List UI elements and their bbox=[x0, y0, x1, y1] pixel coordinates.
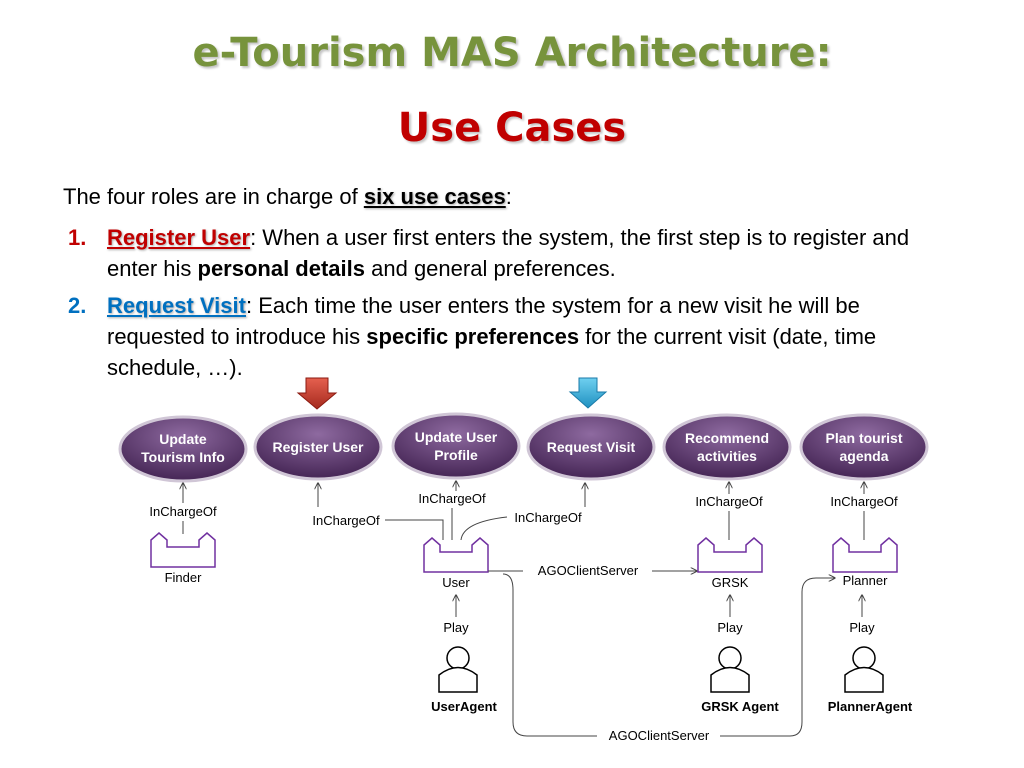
relation-planner-plan-tourist-agenda: InChargeOf bbox=[830, 482, 898, 540]
list-item-request-visit: 2.Request Visit: Each time the user ente… bbox=[68, 290, 927, 383]
svg-text:InChargeOf: InChargeOf bbox=[514, 510, 582, 525]
svg-text:Tourism Info: Tourism Info bbox=[141, 449, 225, 465]
usecase-update-tourism-info: Update Tourism Info bbox=[118, 415, 248, 483]
role-grsk: GRSK bbox=[697, 537, 763, 590]
relation-user-update-user-profile: InChargeOf bbox=[418, 481, 486, 540]
relation-finder-update-tourism-info: InChargeOf bbox=[149, 483, 217, 534]
svg-text:PlannerAgent: PlannerAgent bbox=[828, 699, 913, 714]
svg-text:Update User: Update User bbox=[415, 429, 498, 445]
svg-text:Play: Play bbox=[443, 620, 469, 635]
usecase-plan-tourist-agenda: Plan tourist agenda bbox=[799, 413, 929, 481]
relation-play-planner: Play bbox=[849, 595, 875, 635]
agent-grsk-agent: GRSK Agent bbox=[701, 646, 779, 714]
svg-text:Update: Update bbox=[159, 431, 207, 447]
svg-text:Finder: Finder bbox=[165, 570, 203, 585]
term-register-user: Register User bbox=[107, 225, 251, 250]
svg-text:InChargeOf: InChargeOf bbox=[312, 513, 380, 528]
svg-text:GRSK Agent: GRSK Agent bbox=[701, 699, 779, 714]
svg-text:Request Visit: Request Visit bbox=[547, 439, 636, 455]
svg-text:activities: activities bbox=[697, 448, 757, 464]
svg-text:Play: Play bbox=[717, 620, 743, 635]
svg-text:AGOClientServer: AGOClientServer bbox=[609, 728, 710, 743]
relation-ago-user-grsk: AGOClientServer bbox=[488, 563, 697, 578]
term-request-visit: Request Visit bbox=[107, 293, 246, 318]
role-user: User bbox=[423, 537, 489, 590]
svg-text:Planner: Planner bbox=[843, 573, 888, 588]
role-planner: Planner bbox=[832, 537, 898, 588]
relation-user-request-visit: InChargeOf bbox=[460, 483, 585, 541]
relation-ago-user-planner: AGOClientServer bbox=[502, 573, 835, 743]
red-down-arrow-icon bbox=[296, 377, 338, 410]
usecase-request-visit: Request Visit bbox=[526, 413, 656, 481]
blue-down-arrow-icon bbox=[568, 377, 608, 409]
svg-text:InChargeOf: InChargeOf bbox=[830, 494, 898, 509]
svg-text:User: User bbox=[442, 575, 470, 590]
svg-text:InChargeOf: InChargeOf bbox=[418, 491, 486, 506]
intro-text: The four roles are in charge of six use … bbox=[63, 184, 512, 209]
title-line-1: e-Tourism MAS Architecture: bbox=[192, 30, 832, 76]
relation-grsk-recommend-activities: InChargeOf bbox=[695, 482, 763, 540]
bold-specific-preferences: specific preferences bbox=[366, 324, 580, 349]
role-finder: Finder bbox=[150, 532, 216, 585]
usecase-register-user: Register User bbox=[253, 413, 383, 481]
svg-text:Plan tourist: Plan tourist bbox=[825, 430, 902, 446]
relation-play-user: Play bbox=[443, 595, 469, 635]
title-line-2: Use Cases bbox=[397, 105, 627, 151]
svg-text:Register User: Register User bbox=[272, 439, 364, 455]
relation-user-register-user: InChargeOf bbox=[312, 483, 444, 540]
agent-planner-agent: PlannerAgent bbox=[828, 646, 913, 714]
svg-text:GRSK: GRSK bbox=[712, 575, 749, 590]
usecase-recommend-activities: Recommend activities bbox=[662, 413, 792, 481]
svg-text:Play: Play bbox=[849, 620, 875, 635]
svg-text:Recommend: Recommend bbox=[685, 430, 769, 446]
list-item-register-user: 1.Register User: When a user first enter… bbox=[68, 222, 927, 284]
intro-emphasis: six use cases bbox=[363, 184, 506, 209]
svg-text:agenda: agenda bbox=[839, 448, 888, 464]
agent-user-agent: UserAgent bbox=[431, 646, 498, 714]
list-number: 2. bbox=[68, 293, 87, 318]
svg-text:Profile: Profile bbox=[434, 447, 478, 463]
relation-play-grsk: Play bbox=[717, 595, 743, 635]
bold-personal-details: personal details bbox=[197, 256, 366, 281]
svg-text:UserAgent: UserAgent bbox=[431, 699, 497, 714]
svg-text:AGOClientServer: AGOClientServer bbox=[538, 563, 639, 578]
list-number: 1. bbox=[68, 225, 87, 250]
svg-text:InChargeOf: InChargeOf bbox=[149, 504, 217, 519]
usecase-update-user-profile: Update User Profile bbox=[391, 412, 521, 480]
svg-text:InChargeOf: InChargeOf bbox=[695, 494, 763, 509]
